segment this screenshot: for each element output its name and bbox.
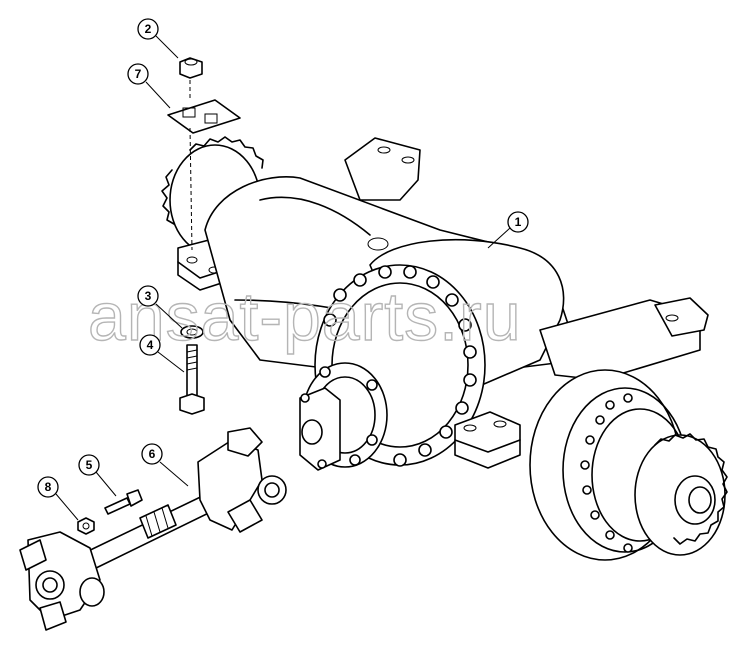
callout-1-label: 1: [515, 215, 522, 229]
lock-plate-part-7: [167, 99, 241, 134]
bolt-part-5: [104, 489, 143, 515]
callout-3-label: 3: [145, 289, 152, 303]
drive-shaft-part-6: [19, 427, 287, 631]
right-mounting-bracket: [454, 411, 521, 469]
callout-3: 3: [137, 285, 183, 329]
pinion-input-flange: [299, 362, 388, 471]
callout-8-label: 8: [45, 480, 52, 494]
callout-5-label: 5: [86, 458, 93, 472]
callout-1: 1: [487, 211, 529, 249]
callout-7: 7: [127, 63, 171, 109]
washer-part-3: [180, 325, 204, 339]
callout-8: 8: [37, 476, 79, 521]
right-gear-ring: [634, 433, 728, 556]
bolt-part-4: [179, 344, 205, 415]
hub-bolts: [580, 393, 633, 553]
callout-2-label: 2: [145, 22, 152, 36]
nut-part-2: [179, 57, 203, 79]
callout-4: 4: [139, 334, 185, 373]
callout-6: 6: [141, 443, 189, 487]
callout-6-label: 6: [149, 447, 156, 461]
nut-part-8: [77, 517, 95, 535]
callout-2: 2: [137, 18, 179, 59]
callout-4-label: 4: [147, 338, 154, 352]
callout-7-label: 7: [135, 67, 142, 81]
callout-5: 5: [78, 454, 117, 497]
flange-bolts: [323, 265, 477, 467]
